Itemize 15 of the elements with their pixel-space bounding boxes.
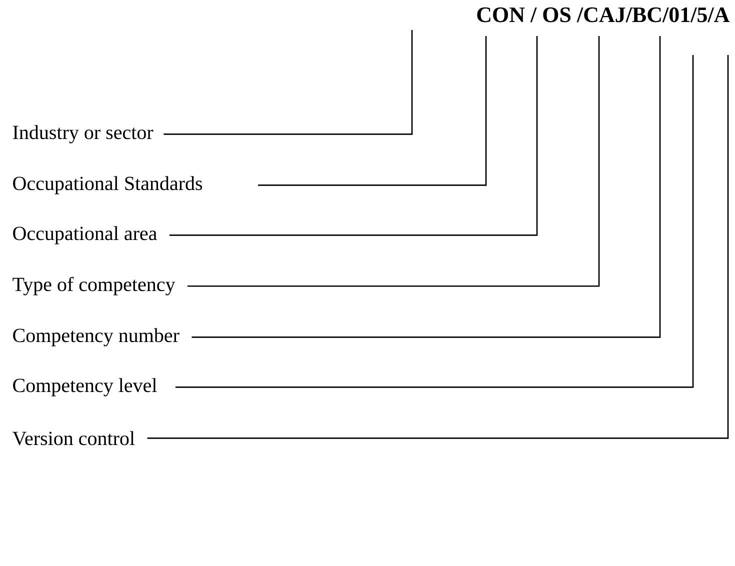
code-title: CON / OS /CAJ/BC/01/5/A [477,7,730,22]
segment-label: Competency number [13,328,180,346]
segment-label: Occupational Standards [13,176,202,194]
leader-line [176,55,694,388]
segment-label: Version control [12,431,135,446]
leader-line [164,30,413,135]
segment-label: Type of competency [12,276,176,296]
segment-label: Competency level [13,378,157,396]
segment-label: Industry or sector [13,125,154,144]
leader-line [169,36,538,236]
leader-line [258,36,487,186]
leader-line [192,36,661,338]
leader-line [188,36,600,287]
segment-label: Occupational area [13,226,157,244]
leader-line [147,55,729,439]
